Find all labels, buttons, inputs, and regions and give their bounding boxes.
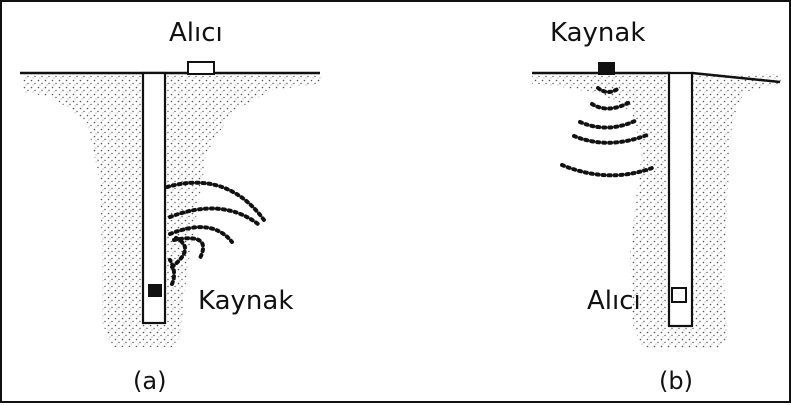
ground-stipple-b — [532, 74, 782, 348]
source-label-a: Kaynak — [198, 286, 294, 316]
panel-b — [532, 62, 782, 348]
ground-stipple-a — [22, 74, 322, 347]
source-box-a — [148, 284, 162, 297]
wavefront-a-4 — [168, 206, 260, 226]
receiver-box-b — [671, 287, 687, 303]
wavefront-b-2 — [590, 100, 632, 111]
caption-a: (a) — [133, 367, 167, 395]
wavefront-b-4 — [572, 133, 649, 145]
wavefront-b-5 — [560, 163, 654, 178]
source-label-b: Kaynak — [550, 18, 646, 48]
borehole-a — [141, 71, 167, 325]
wavefronts-a — [165, 180, 266, 286]
wavefronts-b — [560, 86, 654, 178]
borehole-b — [667, 71, 694, 328]
caption-b: (b) — [659, 367, 693, 395]
receiver-box-a — [187, 61, 215, 75]
wavefront-b-3 — [578, 118, 639, 130]
source-box-b — [598, 62, 615, 75]
wavefront-a-3 — [168, 225, 234, 262]
wavefront-a-5 — [165, 180, 266, 222]
panel-a — [20, 61, 322, 347]
receiver-label-a: Alıcı — [169, 18, 223, 48]
wavefront-a-1 — [168, 258, 177, 286]
wavefront-b-1 — [596, 86, 621, 94]
receiver-label-b: Alıcı — [587, 286, 641, 316]
